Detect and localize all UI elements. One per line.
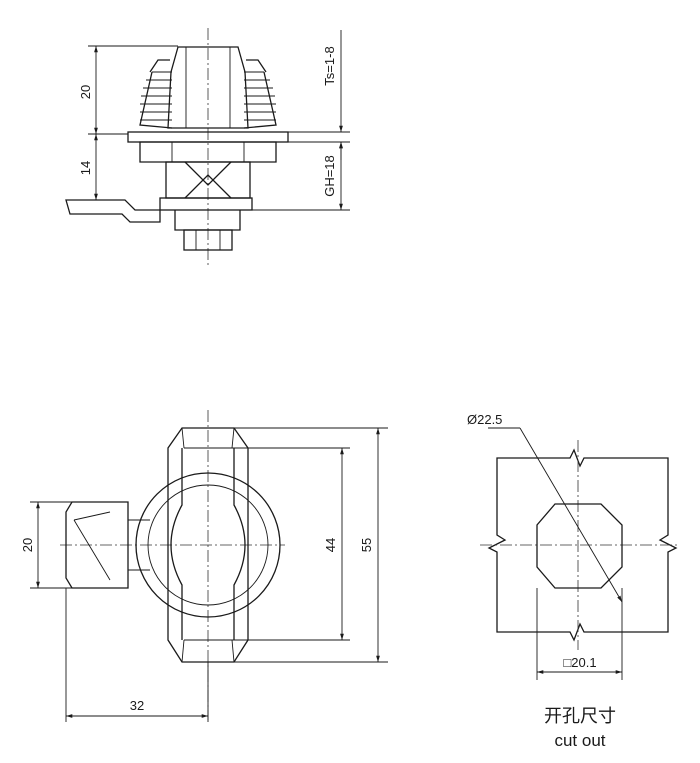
dim-gh-label: GH=18	[322, 155, 337, 197]
knob-inner-edges	[184, 447, 232, 641]
grip-sides	[170, 448, 246, 640]
dim-44-label: 44	[323, 538, 338, 552]
cutout-caption-en: cut out	[554, 731, 605, 750]
cutout-shape	[536, 503, 623, 589]
body-inner-circle	[147, 484, 269, 606]
body-circle	[135, 472, 281, 618]
dim-flat-label: □20.1	[563, 655, 596, 670]
cam-plate-joins	[128, 519, 150, 571]
dim-ts-label: Ts=1-8	[322, 46, 337, 85]
knob-corner-lines	[181, 427, 235, 663]
hex-nut-edges	[171, 142, 245, 162]
knob-ears	[149, 59, 267, 73]
dim-14-label: 14	[78, 161, 93, 175]
dim-diameter-label: Ø22.5	[467, 412, 502, 427]
knob-ribs-left	[139, 71, 173, 129]
cam-plate	[159, 197, 253, 211]
dim-cam-width-label: 20	[20, 538, 35, 552]
panel-outline	[487, 448, 678, 642]
cam-plate-mark	[73, 511, 111, 581]
cutout-caption-cn: 开孔尺寸	[544, 706, 616, 727]
cam-collar	[174, 210, 241, 231]
cam-arm	[65, 199, 161, 223]
dim-diameter-leader	[519, 427, 623, 603]
dim-20-label: 20	[78, 85, 93, 99]
dim-55-label: 55	[359, 538, 374, 552]
knob-inner-lines	[185, 47, 231, 128]
body-triangle-mark	[184, 161, 232, 199]
screw-edges	[195, 230, 221, 250]
dim-32-label: 32	[130, 698, 144, 713]
hex-nut	[139, 141, 277, 163]
front-view: 20 44 55 32	[20, 410, 388, 722]
cutout-view: Ø22.5 □20.1 开孔尺寸 cut out	[467, 412, 680, 750]
side-view: 20 14 Ts=1-8 GH=18	[65, 28, 350, 268]
knob-ribs-right	[243, 71, 277, 129]
